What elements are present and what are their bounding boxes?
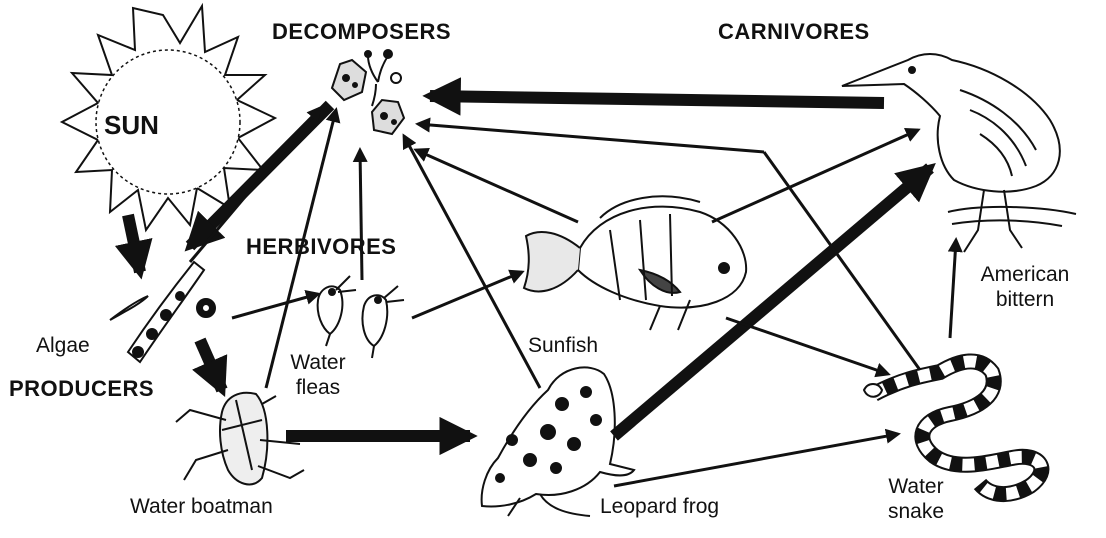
sunfish-label: Sunfish <box>528 333 598 358</box>
sunfish-icon <box>524 196 746 330</box>
water-snake-label-line2: snake <box>876 499 956 524</box>
american-bittern-icon <box>842 54 1076 252</box>
water-boatman-label: Water boatman <box>130 494 273 519</box>
water-fleas-icon <box>318 276 404 358</box>
american-bittern-label: American bittern <box>970 262 1080 312</box>
leopard-frog-label: Leopard frog <box>600 494 719 519</box>
sun-label: SUN <box>104 110 159 141</box>
water-fleas-label-line2: fleas <box>278 375 358 400</box>
algae-label: Algae <box>36 333 90 358</box>
water-boatman-icon <box>176 393 304 485</box>
water-snake-label: Water snake <box>876 474 956 524</box>
producers-heading: PRODUCERS <box>9 376 154 402</box>
water-fleas-label: Water fleas <box>278 350 358 400</box>
carnivores-heading: CARNIVORES <box>718 19 870 45</box>
american-bittern-label-line2: bittern <box>970 287 1080 312</box>
water-fleas-label-line1: Water <box>278 350 358 375</box>
water-snake-label-line1: Water <box>876 474 956 499</box>
decomposers-heading: DECOMPOSERS <box>272 19 451 45</box>
decomposers-icon <box>332 50 404 134</box>
american-bittern-label-line1: American <box>970 262 1080 287</box>
herbivores-heading: HERBIVORES <box>246 234 396 260</box>
